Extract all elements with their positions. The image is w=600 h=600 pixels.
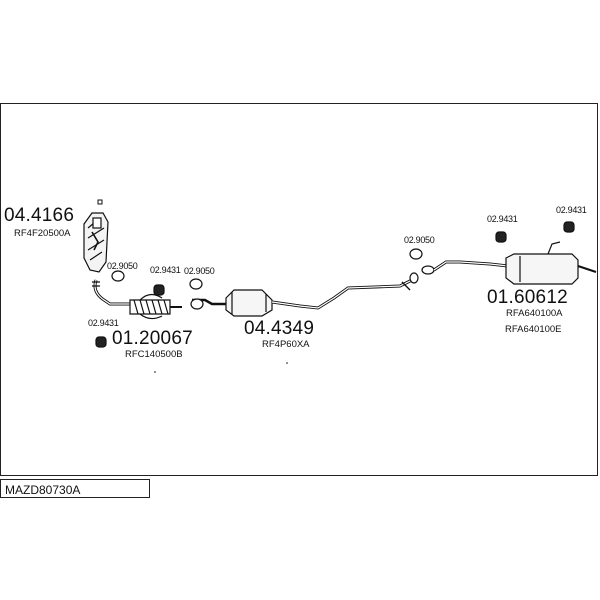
rear-silencer-number: 01.60612 — [487, 287, 568, 308]
diagram-code-box: MAZD80730A — [0, 479, 150, 498]
catalyst-ref: RF4P60XA — [262, 339, 310, 350]
catalyst-number: 04.4349 — [244, 318, 315, 339]
front-pipe-ref: RFC140500B — [125, 349, 183, 360]
rear-silencer-ref-2: RFA640100E — [505, 324, 562, 335]
manifold-number: 04.4166 — [4, 205, 75, 226]
manifold-part[interactable] — [83, 212, 109, 273]
mount-front-bottom-label: 02.9431 — [88, 318, 119, 328]
mount-rear-right-shape[interactable] — [563, 221, 575, 233]
mount-rear-left-label: 02.9431 — [487, 214, 518, 224]
diagram-code: MAZD80730A — [5, 483, 81, 497]
gasket-rear-label: 02.9050 — [404, 235, 435, 245]
front-pipe-part[interactable] — [92, 279, 182, 320]
manifold-ref: RF4F20500A — [14, 228, 71, 239]
mount-front-bottom-shape[interactable] — [95, 336, 107, 348]
catalyst-part[interactable] — [190, 272, 419, 317]
front-pipe-number: 01.20067 — [112, 328, 193, 349]
mount-front-top-label: 02.9431 — [150, 265, 181, 275]
gasket-rear-shape[interactable] — [409, 248, 423, 260]
mount-rear-left-shape[interactable] — [495, 231, 507, 243]
gasket-mid-label: 02.9050 — [184, 266, 215, 276]
diagram-frame — [0, 103, 598, 476]
mount-rear-right-label: 02.9431 — [556, 205, 587, 215]
gasket-mid-shape[interactable] — [189, 278, 203, 290]
rear-silencer-part[interactable] — [421, 241, 597, 285]
flex-joint — [129, 293, 171, 320]
mount-front-top-shape[interactable] — [153, 284, 165, 296]
gasket-front-label: 02.9050 — [107, 261, 138, 271]
gasket-front-shape[interactable] — [111, 270, 125, 282]
rear-silencer-ref-1: RFA640100A — [506, 308, 563, 319]
